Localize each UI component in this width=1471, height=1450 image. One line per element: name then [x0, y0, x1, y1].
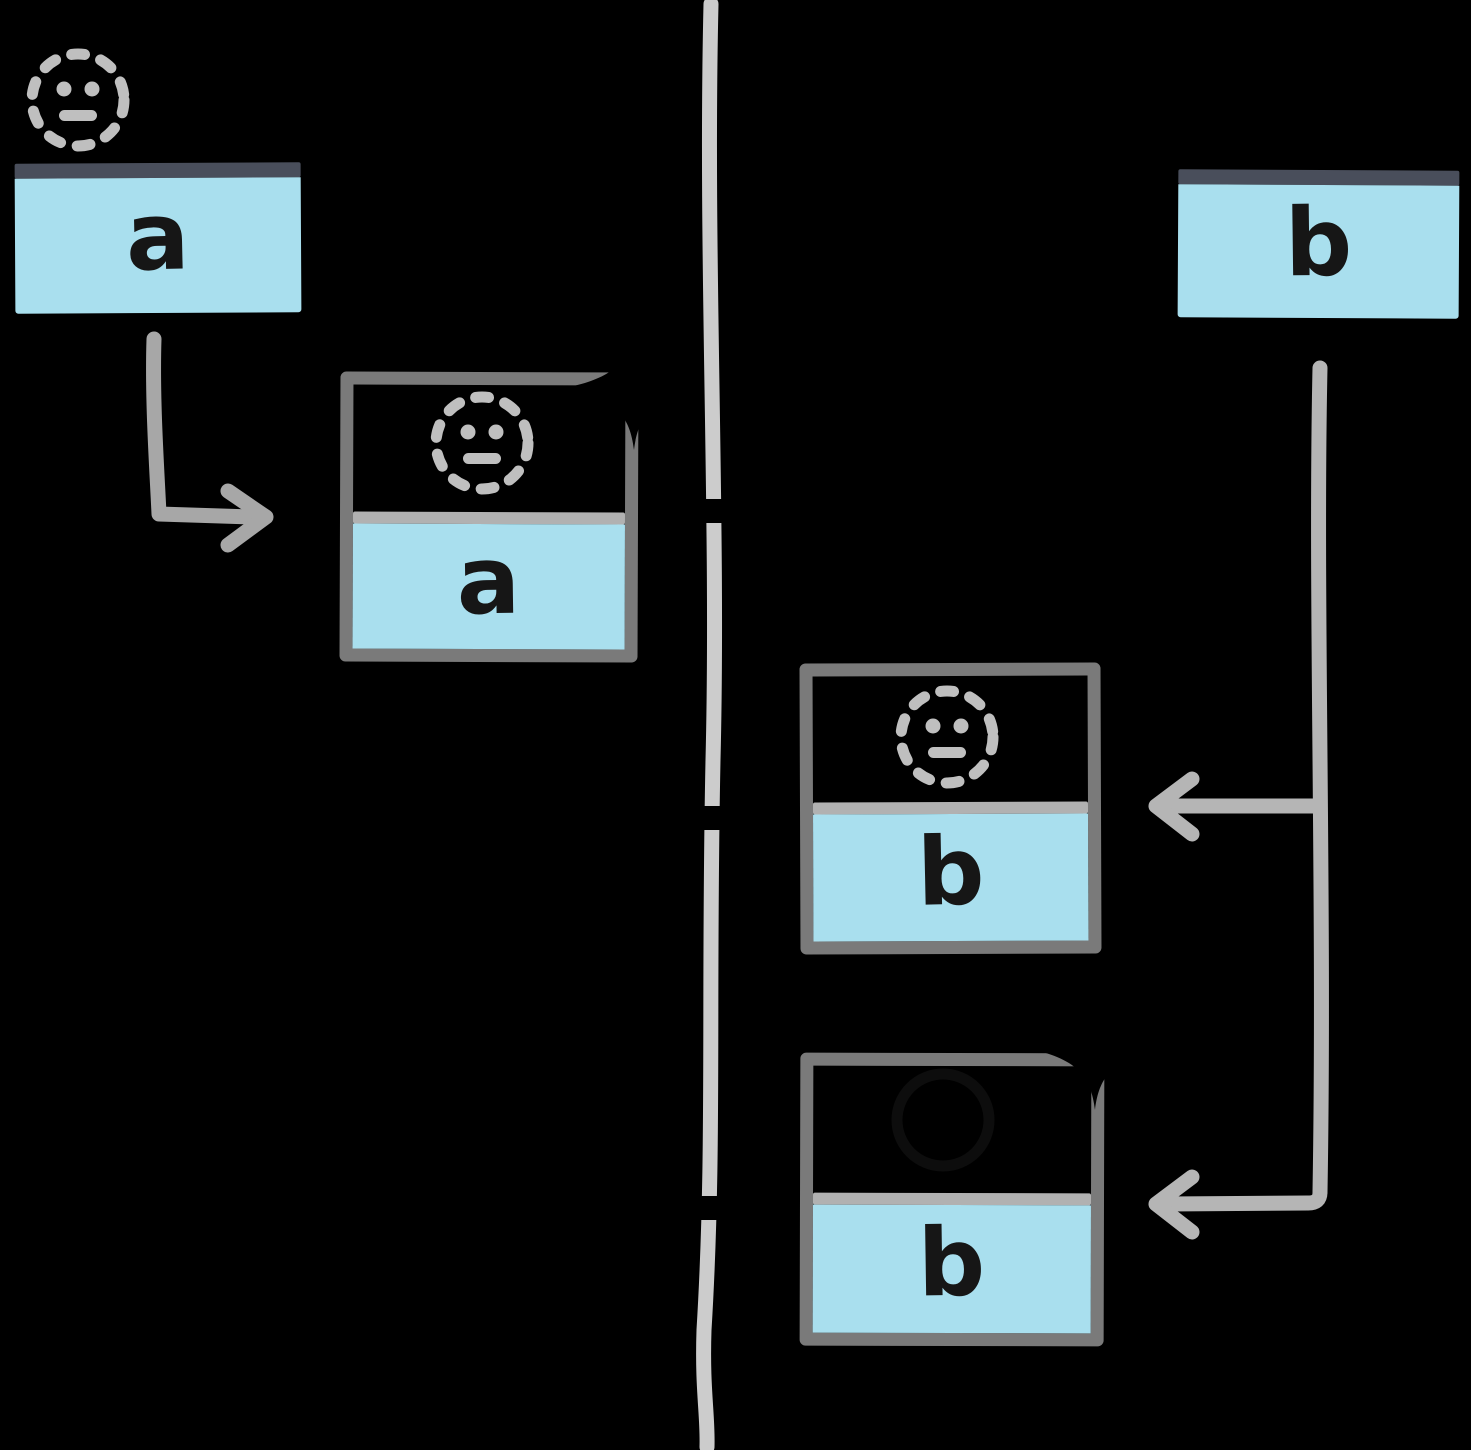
object-a-value: a: [352, 523, 625, 650]
crossing-arrow-1: [648, 499, 778, 523]
variable-b-label: b: [1284, 188, 1353, 298]
arrowhead-left-icon: [1148, 771, 1200, 842]
dashed-circle-face-icon: [26, 48, 130, 152]
object-a-label: a: [456, 526, 522, 636]
timeline-divider: [696, 0, 723, 1450]
arrowhead-left-icon: [1148, 1169, 1200, 1240]
object-a-box: a: [339, 371, 639, 663]
object-b-pending-box: b: [799, 662, 1102, 955]
object-a-top-half: [353, 385, 625, 513]
object-b-final-box: b: [799, 1052, 1105, 1347]
object-box-divider: [812, 1192, 1092, 1206]
object-b-final-top-half: [813, 1066, 1091, 1194]
variable-a-value: a: [14, 177, 302, 314]
crossing-arrow-3: [648, 1196, 778, 1220]
arrowhead-right-icon: [220, 483, 274, 553]
object-b-final-label: b: [917, 1208, 987, 1319]
object-b-pending-value: b: [813, 813, 1089, 942]
variable-b-value: b: [1177, 184, 1460, 319]
variable-top-bar: [14, 162, 301, 179]
variable-top-bar: [1178, 169, 1460, 186]
variable-a-label: a: [124, 181, 191, 293]
object-b-final-value: b: [812, 1204, 1091, 1334]
variable-b-cell: b: [1177, 169, 1460, 319]
arrow-a-to-object: [146, 331, 274, 553]
crossing-arrow-2: [648, 806, 778, 830]
variable-a-cell: a: [14, 162, 302, 314]
object-b-pending-top-half: [813, 676, 1088, 803]
object-box-divider: [352, 511, 626, 525]
object-b-pending-label: b: [915, 816, 986, 928]
arrow-b-to-objects: [1148, 360, 1329, 1240]
object-box-divider: [812, 801, 1089, 815]
